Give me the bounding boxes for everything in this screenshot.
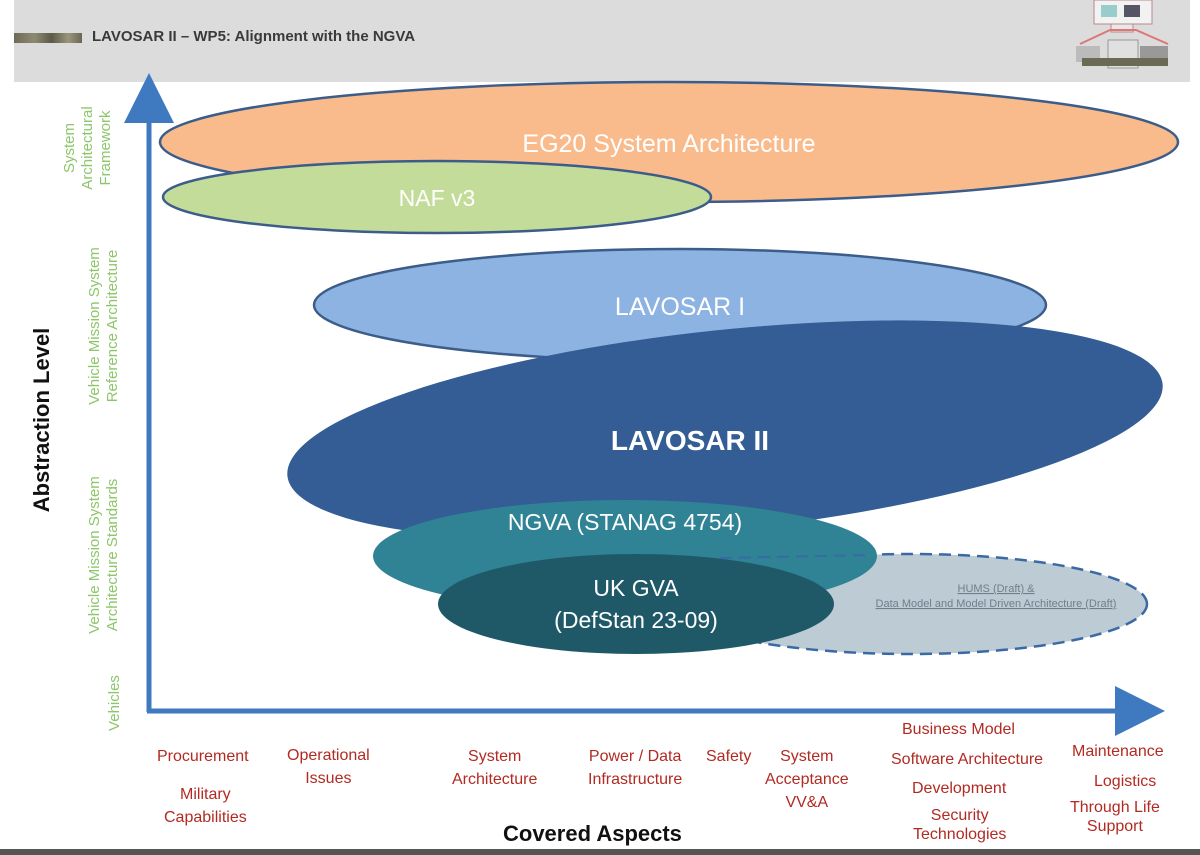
- aspect-military-capabilities: Military Capabilities: [164, 783, 247, 829]
- level-label-architecture-standards: Vehicle Mission System Architecture Stan…: [86, 476, 122, 634]
- ellipse-lavosar2: [287, 320, 1163, 540]
- header-vehicle-graphic: [1076, 0, 1169, 69]
- level-framework-line1: System: [61, 123, 78, 174]
- level-framework-line2: Architectural: [79, 106, 96, 190]
- aspect-power-line2: Infrastructure: [588, 771, 683, 788]
- level-reference-line2: Reference Architecture: [104, 249, 121, 403]
- label-ukgva-line2: (DefStan 23-09): [554, 607, 718, 633]
- ellipse-naf: [161, 159, 713, 235]
- aspect-software-architecture: Software Architecture: [891, 751, 1044, 768]
- level-label-reference-architecture: Vehicle Mission System Reference Archite…: [86, 247, 122, 405]
- aspect-tls-line1: Through Life: [1070, 799, 1160, 816]
- aspect-maintenance: Maintenance: [1072, 743, 1164, 760]
- level-standards-line1: Vehicle Mission System: [86, 476, 103, 634]
- aspect-operational-line1: Operational: [287, 747, 370, 764]
- aspect-operational-line2: Issues: [305, 770, 352, 787]
- aspect-security-line2: Technologies: [913, 826, 1007, 843]
- aspect-system-architecture: System Architecture: [452, 745, 537, 791]
- aspect-power-data-infrastructure: Power / Data Infrastructure: [588, 745, 682, 791]
- y-axis-title: Abstraction Level: [29, 327, 54, 513]
- aspect-development: Development: [912, 780, 1007, 797]
- aspect-sysarch-line1: System: [468, 748, 522, 765]
- aspect-operational-issues: Operational Issues: [287, 744, 370, 790]
- label-lavosar2: LAVOSAR II: [611, 425, 769, 456]
- label-hums-line1: HUMS (Draft) &: [958, 583, 1036, 595]
- aspect-sysarch-line2: Architecture: [452, 771, 538, 788]
- label-eg20: EG20 System Architecture: [522, 130, 815, 158]
- aspect-system-acceptance: System Acceptance VV&A: [765, 745, 849, 814]
- label-ukgva-line1: UK GVA: [593, 575, 679, 601]
- level-reference-line1: Vehicle Mission System: [86, 247, 103, 405]
- aspect-security-line1: Security: [930, 807, 989, 824]
- aspect-tls-line2: Support: [1086, 818, 1143, 835]
- level-framework-line3: Framework: [97, 110, 114, 186]
- hums-draft-outline-top: [719, 554, 871, 559]
- slide-title: LAVOSAR II – WP5: Alignment with the NGV…: [92, 28, 416, 45]
- aspect-military-line2: Capabilities: [164, 809, 247, 826]
- header-bar: LAVOSAR II – WP5: Alignment with the NGV…: [14, 0, 1190, 82]
- level-standards-line2: Architecture Standards: [104, 478, 121, 632]
- label-lavosar1: LAVOSAR I: [615, 293, 745, 321]
- level-label-vehicles: Vehicles: [106, 675, 124, 731]
- label-naf: NAF v3: [399, 185, 476, 211]
- header-logo-strip: [14, 33, 82, 43]
- ellipse-ukgva: [438, 554, 834, 654]
- aspect-acceptance-line2: Acceptance: [765, 771, 849, 788]
- aspect-safety: Safety: [706, 748, 752, 765]
- aspect-business-model: Business Model: [902, 721, 1015, 738]
- x-axis-title: Covered Aspects: [503, 821, 682, 846]
- label-ngva: NGVA (STANAG 4754): [508, 509, 742, 535]
- aspect-logistics: Logistics: [1094, 773, 1157, 790]
- footer-bar: [0, 849, 1200, 855]
- aspect-procurement: Procurement: [157, 748, 249, 765]
- level-vehicles-line1: Vehicles: [106, 675, 123, 731]
- aspect-acceptance-line1: System: [780, 748, 834, 765]
- aspect-power-line1: Power / Data: [588, 748, 682, 765]
- aspect-acceptance-line3: VV&A: [785, 794, 829, 811]
- level-label-framework: System Architectural Framework: [61, 106, 115, 189]
- aspect-military-line1: Military: [180, 786, 231, 803]
- aspect-security-technologies: Security Technologies: [913, 806, 1006, 844]
- aspect-through-life-support: Through Life Support: [1070, 798, 1160, 836]
- label-hums-line2: Data Model and Model Driven Architecture…: [876, 598, 1117, 610]
